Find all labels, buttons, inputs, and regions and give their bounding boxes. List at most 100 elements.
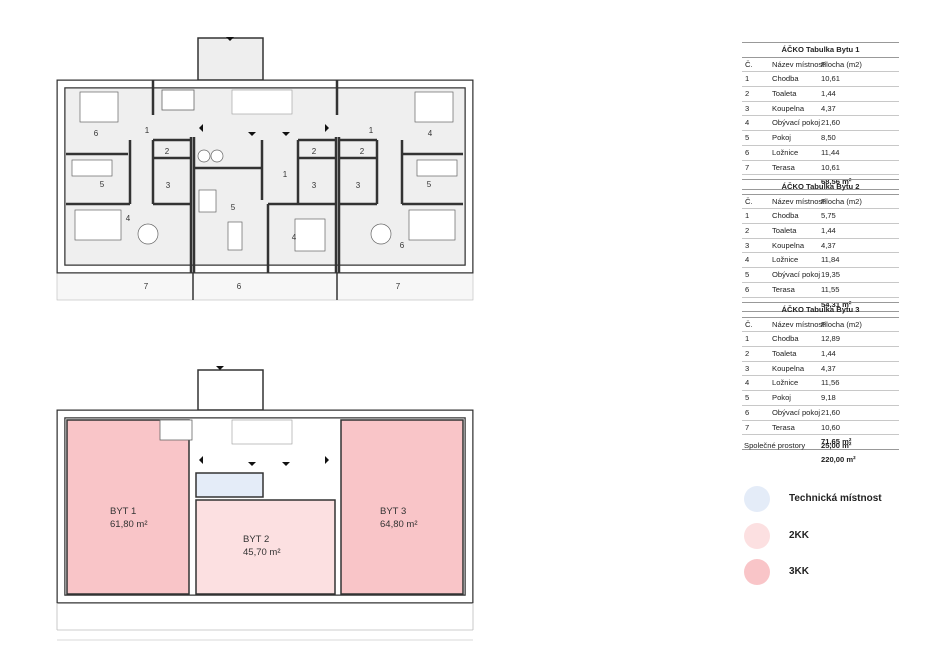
- room-label: 1: [283, 170, 288, 179]
- unit-name: BYT 2: [243, 534, 269, 545]
- room-number: 5: [745, 393, 750, 403]
- upper-floor-plan: 1 2 3 4 5 6 7 1 2 3 4 5 6 1 2 3 4 5 6 7: [56, 37, 474, 301]
- legend-item-2kk: 2KK: [744, 523, 904, 549]
- table-title: ÁČKO Tabulka Bytu 1: [742, 42, 899, 58]
- room-name: Obývací pokoj: [772, 407, 821, 417]
- room-label: 6: [237, 282, 242, 291]
- legend-swatch: [744, 523, 770, 549]
- room-label: 5: [427, 180, 432, 189]
- column-header: Název místnosti: [772, 196, 827, 206]
- legend-swatch: [744, 486, 770, 512]
- table-total-row: 68,56 m²: [742, 175, 899, 190]
- room-name: Chodba: [772, 211, 799, 221]
- room-name: Ložnice: [772, 147, 799, 157]
- column-header: Č.: [745, 319, 753, 329]
- room-number: 5: [745, 270, 750, 280]
- room-name: Chodba: [772, 334, 799, 344]
- room-area: 19,35: [821, 270, 841, 280]
- common-areas-value: 25,00 m²: [821, 441, 852, 450]
- legend-label: 2KK: [789, 530, 810, 541]
- room-number: 3: [745, 240, 750, 250]
- room-name: Terasa: [772, 422, 795, 432]
- room-name: Toaleta: [772, 349, 797, 359]
- room-area: 11,56: [821, 378, 840, 388]
- column-header: Č.: [745, 196, 753, 206]
- technical-room[interactable]: [195, 472, 264, 498]
- legend-item-3kk: 3KK: [744, 559, 904, 585]
- room-area: 9,18: [821, 393, 836, 403]
- column-header: Č.: [745, 59, 753, 69]
- room-label: 2: [360, 147, 365, 156]
- table-row: 5 Pokoj 9,18: [742, 391, 899, 406]
- column-header: Název místnosti: [772, 319, 827, 329]
- door-arrow-icons: [199, 124, 329, 136]
- legend-label: Technická místnost: [789, 493, 882, 504]
- interior-walls: [66, 80, 463, 273]
- table-title: ÁČKO Tabulka Bytu 3: [742, 302, 899, 318]
- room-area: 1,44: [821, 349, 836, 359]
- unit-area: 64,80 m²: [380, 519, 418, 530]
- room-label: 1: [369, 126, 374, 135]
- room-label: 7: [144, 282, 149, 291]
- column-header: Plocha (m2): [821, 319, 862, 329]
- unit-byt-3[interactable]: [340, 419, 464, 595]
- room-number: 7: [745, 422, 750, 432]
- furniture: [71, 91, 458, 252]
- table-total-row: 71,65 m²: [742, 435, 899, 450]
- room-area: 21,60: [821, 407, 841, 417]
- unit-area: 45,70 m²: [243, 547, 281, 558]
- room-number: 6: [745, 407, 750, 417]
- table-row: 1 Chodba 5,75: [742, 209, 899, 225]
- entrance-tower: [197, 369, 264, 411]
- room-area: 5,75: [821, 211, 836, 221]
- legend-item-technical: Technická místnost: [744, 486, 904, 512]
- room-number: 2: [745, 89, 750, 99]
- table-total-row: 54,31 m²: [742, 298, 899, 313]
- unit-area: 61,80 m²: [110, 519, 148, 530]
- room-name: Pokoj: [772, 133, 791, 143]
- room-label: 4: [292, 233, 297, 242]
- room-number: 4: [745, 255, 750, 265]
- grand-total-value: 220,00 m²: [821, 455, 856, 464]
- room-name: Koupelna: [772, 240, 805, 250]
- room-label: 6: [400, 241, 405, 250]
- unit-byt-1[interactable]: [66, 419, 190, 595]
- room-label: 2: [312, 147, 317, 156]
- unit-name: BYT 3: [380, 506, 406, 517]
- room-name: Chodba: [772, 74, 799, 84]
- room-area: 10,61: [821, 162, 841, 172]
- room-area: 12,89: [821, 334, 841, 344]
- terrace-strip: [56, 272, 474, 301]
- door-arrow-icons: [199, 456, 329, 466]
- elevator: [161, 89, 195, 111]
- room-number: 1: [745, 211, 750, 221]
- room-name: Ložnice: [772, 378, 799, 388]
- room-number: 3: [745, 363, 750, 373]
- room-name: Toaleta: [772, 226, 797, 236]
- room-name: Terasa: [772, 162, 795, 172]
- unit-byt-2[interactable]: [195, 499, 336, 595]
- room-number: 4: [745, 118, 750, 128]
- room-number: 6: [745, 284, 750, 294]
- room-area: 10,61: [821, 74, 841, 84]
- room-name: Obývací pokoj: [772, 118, 821, 128]
- room-area: 8,50: [821, 133, 836, 143]
- legend-swatch: [744, 559, 770, 585]
- table-total: 71,65 m²: [821, 437, 852, 447]
- room-name: Pokoj: [772, 393, 791, 403]
- elevator: [159, 419, 193, 441]
